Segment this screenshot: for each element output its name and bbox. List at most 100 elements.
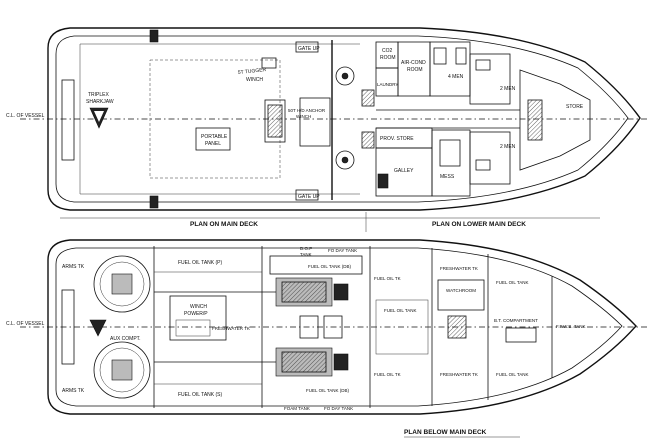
main-engine-starboard-block [281, 351, 327, 373]
stairwell-bottom [361, 131, 375, 149]
galley-label: GALLEY [394, 168, 414, 174]
portable-panel [195, 127, 231, 151]
lower-stern-roller [61, 289, 75, 365]
fuel-tank-r2-label: FUEL OIL TK [374, 372, 401, 377]
winch-power-label: WINCH [190, 304, 207, 310]
tugger-label: 5T TUGGER [238, 67, 267, 76]
er-center-pump-1 [299, 315, 319, 339]
lower-hull-inner [55, 247, 623, 407]
lower-centerline-label: C.L. OF VESSEL [6, 321, 45, 327]
watchroom-label: WATCHROOM [446, 288, 476, 293]
mess-label: MESS [440, 174, 455, 180]
upper-plan: C.L. OF VESSEL TRIPLEX SHARKJAW PORTABLE… [6, 27, 648, 232]
fuel-tank-mid-label: FUEL OIL TANK [384, 308, 417, 313]
cabin-4men-label: 4 MEN [448, 74, 464, 80]
co2-label: CO2 [382, 48, 393, 54]
triplex-label: TRIPLEX [88, 92, 110, 98]
fwd-equipment [527, 99, 543, 141]
engine-room-upper [269, 255, 363, 275]
sharkjaw-inner [94, 111, 104, 122]
stairwell-top [361, 89, 375, 107]
portable-label: PORTABLE [201, 134, 228, 140]
fuel-p-top-label: FUEL OIL TANK (P) [178, 260, 223, 266]
gate-lower-label: GATE UP [298, 194, 320, 200]
winch-power2-label: POWER/P [184, 311, 208, 317]
stern-gate-post-top [149, 29, 159, 43]
stern-roller [61, 79, 75, 161]
galley-range [377, 173, 389, 189]
bottom-tank-label: FOAM TANK [284, 406, 310, 411]
arms-tk-top-label: ARMS TK [62, 264, 85, 270]
mess-room [431, 129, 471, 197]
winch-frame [299, 97, 331, 147]
bow-thruster [505, 327, 537, 343]
anchor-winch2-label: WINCH [296, 114, 311, 119]
main-deck-title: PLAN ON MAIN DECK [190, 221, 258, 228]
steering-gear-top [93, 255, 151, 313]
steering-gear-bottom [93, 341, 151, 399]
fo-day-tank-top-label: FO DAY TANK [328, 248, 357, 253]
bt-compartment-label: B.T. COMPARTMENT [494, 318, 538, 323]
upper-centerline-label: C.L. OF VESSEL [6, 113, 45, 119]
freshwater-bottom-label: FRESHWATER TK [440, 372, 478, 377]
gate-upper-label: GATE UP [298, 46, 320, 52]
arms-tk-bottom-label: ARMS TK [62, 388, 85, 394]
fo-day-tank-bottom-label: FO DAY TANK [324, 406, 353, 411]
watchroom [437, 279, 485, 311]
aircond-label: AIR-COND [401, 60, 426, 66]
gate-lower [295, 189, 319, 201]
fpwb-tank-label: F.P.W.B. TANK [556, 324, 586, 329]
tugger-winch [261, 57, 277, 69]
gearbox-port [333, 283, 349, 301]
cabin-2men-bottom [469, 131, 511, 185]
prov-store-label: PROV. STORE [380, 136, 414, 142]
capstan-bottom [335, 150, 355, 170]
cargo-deck-area [149, 59, 281, 179]
freshwater-mid-label: FRESHWATER TK [212, 326, 250, 331]
gearbox-starboard [333, 353, 349, 371]
cabin-4men [429, 41, 471, 97]
bunk-3 [475, 59, 491, 71]
fuel-tank-r1-label: FUEL OIL TK [374, 276, 401, 281]
cabin-2men-top-label: 2 MEN [500, 86, 516, 92]
bunk-4 [475, 159, 491, 171]
dop-tank2-label: TANK [300, 252, 312, 257]
fuel-db-bottom-label: FUEL OIL TANK (DB) [306, 388, 350, 393]
gate-upper [295, 41, 319, 53]
winch-power-room [169, 295, 227, 341]
watchroom-hatch [447, 315, 467, 339]
cabin-2men-bottom-label: 2 MEN [500, 144, 516, 150]
cabin-2men-top [469, 53, 511, 105]
laundry-label: LAUNDRY [377, 82, 398, 87]
laundry-room [375, 67, 399, 97]
panel-label: PANEL [205, 141, 221, 147]
lower-hull-outline [47, 239, 637, 415]
lower-sharkjaw [89, 319, 107, 337]
lower-deck-title: PLAN ON LOWER MAIN DECK [432, 221, 526, 228]
er-center-pump-2 [323, 315, 343, 339]
store-label: STORE [566, 104, 584, 110]
dop-tank-label: D.O.P [300, 246, 312, 251]
below-deck-title: PLAN BELOW MAIN DECK [404, 429, 487, 436]
stern-gate-post-bottom [149, 195, 159, 209]
fwd-tank-block [375, 299, 429, 355]
freshwater-tank-mid [175, 319, 211, 337]
fuel-tank-fwd-top-label: FUEL OIL TANK [496, 280, 529, 285]
fuel-db-top-label: FUEL OIL TANK (DB) [308, 264, 352, 269]
steering-gear-top-unit [111, 273, 133, 295]
bunk-2 [455, 47, 467, 65]
aircond-room-label: ROOM [407, 67, 423, 73]
fwd-store [519, 69, 591, 171]
sharkjaw-label: SHARKJAW [86, 99, 114, 105]
mess-table [439, 139, 461, 167]
capstan-bottom-inner [341, 156, 349, 164]
co2-room-label: ROOM [380, 55, 396, 61]
anchor-winch-drum [267, 104, 283, 138]
anchor-winch-label: 50T H/D ANCHOR [288, 108, 326, 113]
steering-gear-top-ring [99, 261, 145, 307]
freshwater-top-label: FRESHWATER TK [440, 266, 478, 271]
main-engine-port-block [281, 281, 327, 303]
steering-gear-bottom-unit [111, 359, 133, 381]
capstan-top [335, 66, 355, 86]
